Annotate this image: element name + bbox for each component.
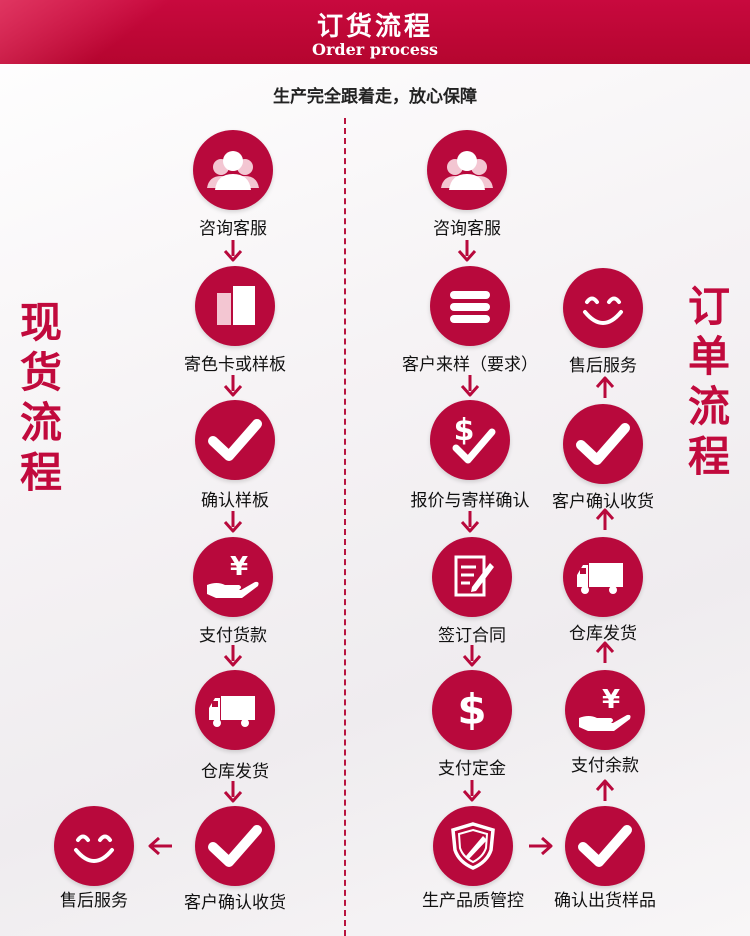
left-title-char: 流 <box>19 398 62 447</box>
truck-icon <box>195 670 275 750</box>
center-divider <box>344 118 346 936</box>
arrow-down-icon <box>460 511 480 535</box>
shield-icon <box>433 806 513 886</box>
left-flow-title: 现 货 流 程 <box>16 298 66 498</box>
arrow-down-icon <box>223 511 243 535</box>
left-step-sample: 寄色卡或样板 <box>184 355 286 375</box>
yen-hand-icon <box>193 537 273 617</box>
arrow-right-icon <box>529 836 555 856</box>
dollar-check-icon <box>430 400 510 480</box>
right-title-char: 单 <box>687 332 730 381</box>
people-icon <box>427 130 507 210</box>
right-flow-title: 订 单 流 程 <box>684 282 734 482</box>
arrow-down-icon <box>223 240 243 264</box>
left-title-char: 货 <box>19 348 62 397</box>
page-title: 订货流程 <box>316 12 433 42</box>
right-step-receive: 客户确认收货 <box>552 492 654 512</box>
arrow-down-icon <box>460 375 480 399</box>
contract-icon <box>432 537 512 617</box>
tagline: 生产完全跟着走，放心保障 <box>273 87 477 107</box>
smile-icon <box>54 806 134 886</box>
left-step-pay: 支付货款 <box>199 626 267 646</box>
left-step-consult: 咨询客服 <box>199 219 267 239</box>
right-step-after-sales: 售后服务 <box>569 356 637 376</box>
left-step-receive: 客户确认收货 <box>184 893 286 913</box>
page-subtitle: Order process <box>312 40 438 59</box>
arrow-down-icon <box>462 645 482 669</box>
right-step-ship: 仓库发货 <box>569 624 637 644</box>
arrow-left-icon <box>148 836 176 856</box>
building-icon <box>195 266 275 346</box>
left-title-char: 程 <box>19 448 62 497</box>
right-step-balance: 支付余款 <box>571 756 639 776</box>
check-icon <box>195 400 275 480</box>
right-title-char: 订 <box>687 282 730 331</box>
right-title-char: 流 <box>687 382 730 431</box>
left-title-char: 现 <box>19 298 62 347</box>
right-step-quote: 报价与寄样确认 <box>410 491 530 511</box>
arrow-down-icon <box>462 780 482 804</box>
bars-icon <box>430 266 510 346</box>
yen-hand-icon <box>565 670 645 750</box>
left-step-after-sales: 售后服务 <box>60 891 128 911</box>
right-title-char: 程 <box>687 432 730 481</box>
truck-icon <box>563 537 643 617</box>
right-step-quality: 生产品质管控 <box>422 891 524 911</box>
right-step-deposit: 支付定金 <box>438 759 506 779</box>
people-icon <box>193 130 273 210</box>
check-icon <box>195 806 275 886</box>
right-step-confirm-shipment: 确认出货样品 <box>554 891 656 911</box>
arrow-up-icon <box>595 376 615 400</box>
arrow-down-icon <box>223 375 243 399</box>
right-step-customer-sample: 客户来样（要求） <box>402 355 538 375</box>
dollar-icon <box>432 670 512 750</box>
check-icon <box>563 404 643 484</box>
arrow-down-icon <box>223 781 243 805</box>
arrow-down-icon <box>223 645 243 669</box>
arrow-down-icon <box>457 240 477 264</box>
header-banner: 订货流程 Order process <box>0 0 750 64</box>
smile-icon <box>563 268 643 348</box>
arrow-up-icon <box>595 779 615 803</box>
left-step-ship: 仓库发货 <box>201 762 269 782</box>
arrow-up-icon <box>595 641 615 665</box>
left-step-confirm-sample: 确认样板 <box>201 491 269 511</box>
right-step-contract: 签订合同 <box>438 626 506 646</box>
right-step-consult: 咨询客服 <box>433 219 501 239</box>
check-icon <box>565 806 645 886</box>
